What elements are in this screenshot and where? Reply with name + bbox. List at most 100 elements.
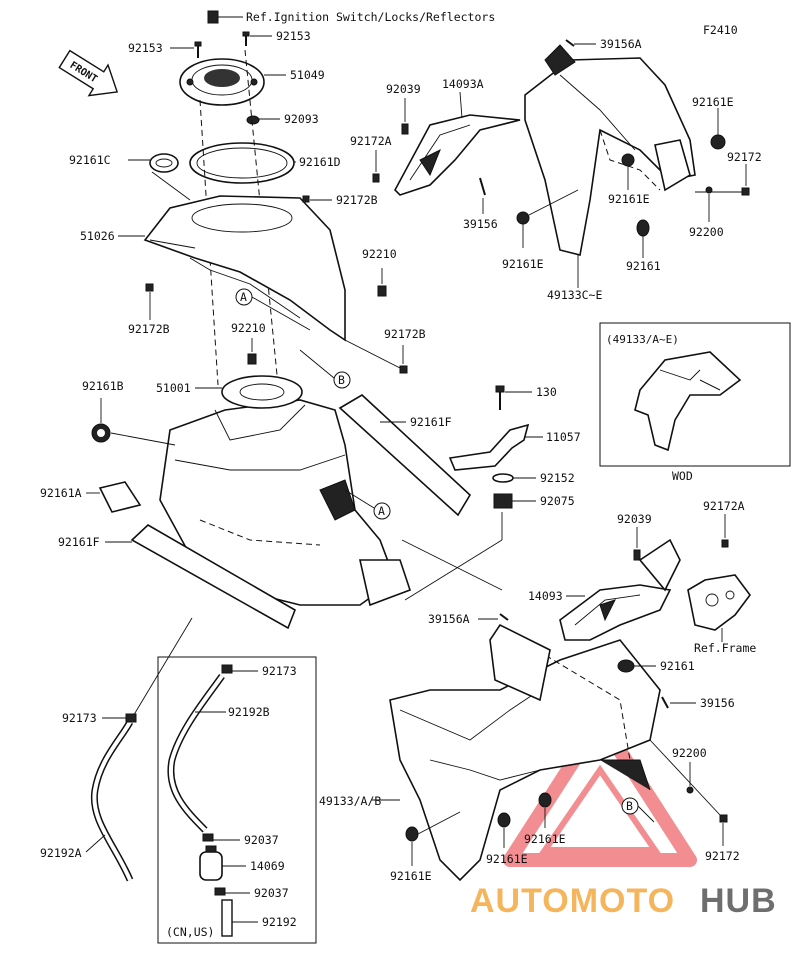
callout-51026: 51026 [80, 229, 115, 243]
damper-92075-part [493, 493, 513, 509]
fuel-tank-part [159, 375, 412, 607]
variant-box [599, 322, 791, 467]
gasket-ring-part [189, 142, 295, 184]
screw-92039-2-icon [633, 549, 641, 561]
region-box [157, 656, 317, 944]
callout-92037-2: 92037 [254, 886, 289, 900]
callout-92161F-1: 92161F [410, 415, 452, 429]
ignition-bolt-icon [207, 10, 219, 24]
callout-92161B: 92161B [82, 379, 124, 393]
callout-130: 130 [536, 385, 557, 399]
callout-92172A-2: 92172A [703, 499, 745, 513]
callout-92161-2: 92161 [660, 659, 695, 673]
callout-92161E-5: 92161E [486, 852, 528, 866]
callout-92173-1: 92173 [62, 711, 97, 725]
callout-51001: 51001 [156, 381, 191, 395]
callout-49133C-E: 49133C~E [547, 288, 602, 302]
variant-box-caption: WOD [672, 469, 693, 483]
grommet-92161C-part [149, 153, 179, 173]
grommet-92161E-1-part [710, 134, 726, 150]
clip-92210-1-part [377, 285, 387, 297]
clip-39156A-2-icon [499, 613, 509, 621]
callout-92172B-2: 92172B [128, 322, 170, 336]
bolt-92172B-3-icon [399, 365, 408, 374]
callout-92173-2: 92173 [262, 664, 297, 678]
clamp-92037-1-icon [202, 833, 214, 842]
callout-51049: 51049 [290, 68, 325, 82]
bolt-92172A-2-icon [721, 539, 729, 548]
callout-92172-2: 92172 [705, 849, 740, 863]
pad-92161A-part [98, 481, 142, 513]
grommet-92161B-part [91, 423, 111, 443]
marker-b-upper: B [333, 371, 351, 389]
svg-text:B: B [626, 799, 633, 813]
callout-49133-A-B: 49133/A/B [319, 794, 381, 808]
callout-92200-1: 92200 [689, 225, 724, 239]
callout-92152: 92152 [540, 471, 575, 485]
callout-92039-2: 92039 [617, 512, 652, 526]
watermark-text: AUTOMOTO HUB [470, 882, 777, 920]
clamp-92173-1-icon [125, 713, 137, 723]
callout-92192A: 92192A [40, 846, 82, 860]
grommet-92161E-2-part [621, 153, 635, 167]
callout-92200-2: 92200 [672, 746, 707, 760]
grommet-92161-1-part [636, 219, 650, 237]
fuel-cap-part [179, 58, 265, 106]
clip-39156-1-icon [479, 177, 486, 196]
foam-92161F-right-part [338, 394, 472, 517]
callout-14093A: 14093A [442, 77, 484, 91]
watermark-part2: HUB [700, 882, 777, 920]
collar-92200-1-part [705, 186, 713, 194]
bolt-92172A-1-icon [372, 173, 380, 183]
callout-39156-2: 39156 [700, 696, 735, 710]
figure-code: F2410 [703, 23, 738, 37]
cowl-upper-part [524, 44, 696, 256]
bolt-130-icon [495, 385, 505, 410]
callout-39156A-2: 39156A [428, 612, 470, 626]
callout-39156-1: 39156 [463, 217, 498, 231]
bolt-92153-left-icon [194, 41, 202, 58]
svg-text:A: A [240, 290, 247, 304]
callout-92161E-2: 92161E [608, 192, 650, 206]
callout-14069: 14069 [250, 859, 285, 873]
hose-92192A-part [90, 720, 134, 882]
ref-ignition-switch: Ref.Ignition Switch/Locks/Reflectors [246, 10, 495, 24]
callout-14093: 14093 [528, 589, 563, 603]
callout-92161C: 92161C [69, 153, 111, 167]
ref-frame: Ref.Frame [694, 641, 756, 655]
bolt-92172-1-icon [741, 187, 750, 196]
clip-92210-2-part [247, 353, 257, 365]
callout-92210-2: 92210 [231, 321, 266, 335]
bolt-92172-2-icon [719, 814, 728, 823]
region-label: (CN,US) [166, 925, 214, 939]
marker-a-upper: A [235, 288, 253, 306]
callout-92161E-6: 92161E [390, 869, 432, 883]
svg-text:A: A [378, 504, 385, 518]
callout-92161-1: 92161 [626, 259, 661, 273]
clamp-92037-2-icon [214, 887, 226, 896]
grommet-92161E-4-part [538, 792, 552, 808]
callout-92153-b: 92153 [276, 29, 311, 43]
clip-39156A-1-icon [565, 39, 575, 47]
front-arrow-icon: FRONT [58, 49, 119, 97]
foam-92161F-left-part [130, 524, 296, 630]
callout-92192B: 92192B [228, 705, 270, 719]
callout-92172B-1: 92172B [336, 193, 378, 207]
callout-92172-1: 92172 [727, 150, 762, 164]
callout-92161D: 92161D [299, 155, 341, 169]
callout-11057: 11057 [546, 430, 581, 444]
callout-92172A-1: 92172A [350, 134, 392, 148]
bolt-92153-right-icon [242, 31, 250, 46]
callout-92153-a: 92153 [128, 41, 163, 55]
callout-92172B-3: 92172B [384, 327, 426, 341]
callout-92161A: 92161A [40, 486, 82, 500]
callout-92037-1: 92037 [244, 833, 279, 847]
callout-92161F-2: 92161F [58, 535, 100, 549]
callout-92093: 92093 [284, 112, 319, 126]
side-cover-14093A-part [394, 114, 521, 196]
side-cover-14093-part [559, 538, 681, 641]
screw-92039-1-icon [401, 123, 409, 135]
callout-92210-1: 92210 [362, 247, 397, 261]
grommet-92161-2-part [617, 659, 635, 673]
